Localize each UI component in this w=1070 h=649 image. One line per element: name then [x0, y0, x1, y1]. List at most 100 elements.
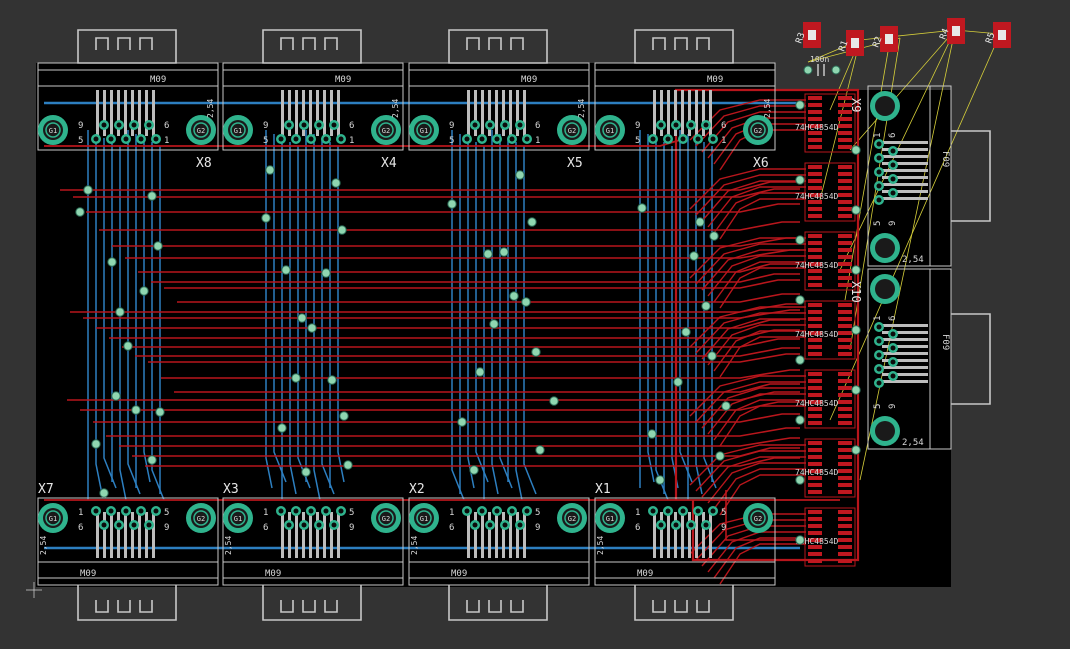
via [535, 445, 545, 455]
connector-slot [652, 600, 666, 613]
smd-pad [808, 510, 822, 514]
smd-pad [808, 462, 822, 466]
mount-pad-right-label: G2 [382, 515, 390, 523]
ic-ic5: 74HC4854D [795, 369, 856, 429]
smd-pad [838, 124, 852, 128]
smd-pad [838, 269, 852, 273]
smd-pad [808, 207, 822, 211]
connector-body [594, 62, 776, 151]
pin-pad [485, 120, 495, 130]
smd-pad [808, 124, 822, 128]
red-trace [701, 387, 806, 429]
pin-pad [114, 520, 124, 530]
smd-pad [838, 255, 852, 259]
pin-pad [492, 506, 502, 516]
via [709, 231, 719, 241]
pin-finger [481, 90, 484, 136]
pin-pad [888, 174, 898, 184]
pin-number-label: 5 [873, 404, 883, 409]
resistor-mark [998, 30, 1006, 40]
smd-pad [808, 96, 822, 100]
via [701, 301, 711, 311]
pin-pad [485, 520, 495, 530]
pin-finger [502, 90, 505, 136]
pin-pad [701, 520, 711, 530]
pin-pad [686, 520, 696, 530]
pin-pad [144, 520, 154, 530]
pin-pad [492, 134, 502, 144]
pin-finger [474, 90, 477, 136]
mount-pad-left-label: G1 [420, 515, 428, 523]
capacitor-value-label: 100n [810, 55, 829, 64]
smd-pad [838, 172, 852, 176]
pin-finger [882, 141, 928, 144]
pin-finger [660, 512, 663, 558]
connector-slot [117, 600, 131, 613]
red-trace [695, 243, 806, 285]
pin-pad [874, 195, 884, 205]
smd-pad [808, 193, 822, 197]
via [655, 475, 665, 485]
connector-name-label: X8 [196, 156, 212, 171]
pin-number-label: 1 [721, 136, 726, 146]
smd-pad [808, 317, 822, 321]
via [851, 445, 861, 455]
pin-finger [681, 90, 684, 136]
connector-body [37, 62, 219, 151]
connector-value-label: M09 [637, 569, 653, 579]
via [99, 488, 109, 498]
pin-number-label: 5 [721, 508, 726, 518]
smd-pad [808, 379, 822, 383]
pin-finger [295, 512, 298, 558]
mount-pad-left: G1 [38, 115, 68, 145]
smd-pad [808, 200, 822, 204]
smd-pad [838, 352, 852, 356]
red-trace [707, 255, 806, 297]
pin-number-label: 9 [888, 404, 898, 409]
red-trace [695, 312, 806, 354]
via [851, 205, 861, 215]
red-trace [701, 249, 806, 291]
resistor-mark [885, 34, 893, 44]
blue-trace [647, 134, 655, 483]
pin-pad [874, 181, 884, 191]
red-trace [689, 306, 806, 348]
pin-finger [702, 90, 705, 136]
pin-finger [509, 90, 512, 136]
pin-number-label: 1 [349, 136, 354, 146]
mount-pad-left-label: G1 [234, 515, 242, 523]
ic-outline [804, 507, 856, 567]
ic-ic1: 74HC4854D [795, 93, 856, 153]
pin-finger [103, 90, 106, 136]
pin-finger [467, 512, 470, 558]
smd-pad [808, 110, 822, 114]
pin-number-label: 9 [449, 121, 454, 131]
red-trace [707, 462, 806, 504]
pin-finger [882, 162, 928, 165]
pin-finger [117, 512, 120, 558]
pin-pad [693, 134, 703, 144]
resistor-mark [808, 30, 816, 40]
smd-pad [838, 283, 852, 287]
via [795, 415, 805, 425]
pin-number-label: 9 [78, 121, 83, 131]
connector-slot [466, 37, 480, 50]
pin-pad [276, 134, 286, 144]
via-layer [75, 100, 861, 545]
pin-finger [523, 90, 526, 136]
red-trace [148, 353, 800, 363]
smd-pad [808, 165, 822, 169]
pin-pad [888, 146, 898, 156]
connector-name-label: X7 [38, 482, 54, 497]
pin-pad [314, 120, 324, 130]
pin-pad [663, 134, 673, 144]
smd-pad [808, 483, 822, 487]
pin-finger [516, 512, 519, 558]
red-trace [689, 444, 806, 486]
connector-name-label: X6 [753, 156, 769, 171]
smd-pad [808, 393, 822, 397]
